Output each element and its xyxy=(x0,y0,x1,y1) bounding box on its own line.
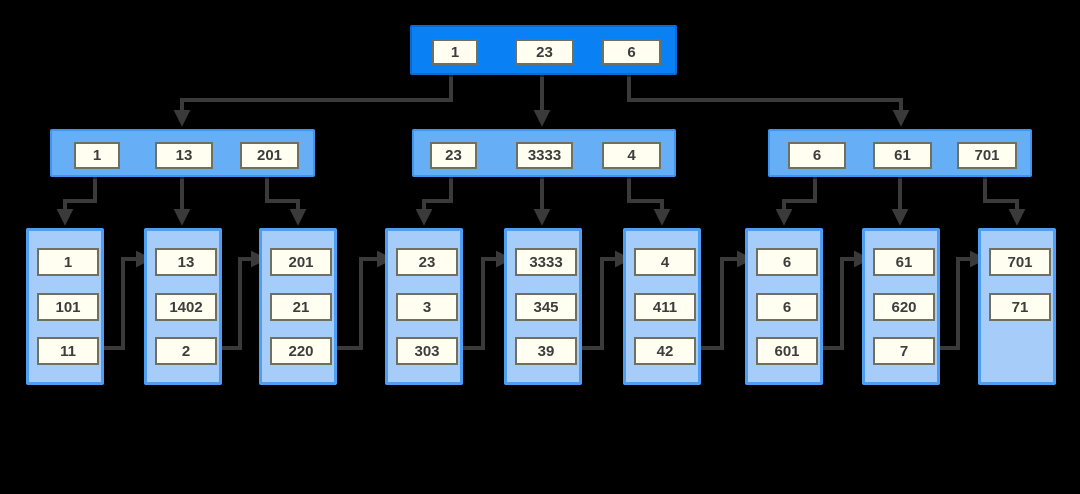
leaf-node-2: 13 1402 2 xyxy=(144,228,222,385)
leaf-node-6: 4 411 42 xyxy=(623,228,701,385)
leaf-node-7: 6 6 601 xyxy=(745,228,823,385)
leaf-node-9: 701 71 xyxy=(978,228,1056,385)
root-key-cell: 1 xyxy=(432,39,478,65)
internal-key-cell: 701 xyxy=(957,142,1017,169)
internal-key-cell: 13 xyxy=(155,142,213,169)
leaf-value-cell: 11 xyxy=(37,337,99,365)
edge-root-to-internal-1 xyxy=(173,75,453,127)
leaf-node-8: 61 620 7 xyxy=(862,228,940,385)
leaf-node-5: 3333 345 39 xyxy=(504,228,582,385)
internal-key-cell: 23 xyxy=(430,142,477,169)
edge-internal1-to-leaf-3 xyxy=(265,176,307,226)
internal-key-cell: 61 xyxy=(873,142,932,169)
leaf-value-cell: 101 xyxy=(37,293,99,321)
leaf-node-1: 1 101 11 xyxy=(26,228,104,385)
internal-node-3: 6 61 701 xyxy=(768,129,1032,177)
internal-key-cell: 6 xyxy=(788,142,846,169)
leaf-value-cell: 39 xyxy=(515,337,577,365)
internal-key-cell: 201 xyxy=(240,142,299,169)
leaf-value-cell: 61 xyxy=(873,248,935,276)
leaf-value-cell: 701 xyxy=(989,248,1051,276)
leaf-node-4: 23 3 303 xyxy=(385,228,463,385)
leaf-value-cell: 4 xyxy=(634,248,696,276)
root-node: 1 23 6 xyxy=(410,25,677,75)
leaf-value-cell: 411 xyxy=(634,293,696,321)
leaf-value-cell: 6 xyxy=(756,248,818,276)
internal-key-cell: 1 xyxy=(74,142,120,169)
edge-internal2-to-leaf-6 xyxy=(627,176,671,226)
leaf-value-cell: 3333 xyxy=(515,248,577,276)
internal-node-1: 1 13 201 xyxy=(50,129,315,177)
root-key-cell: 23 xyxy=(515,39,574,65)
leaf-value-cell: 7 xyxy=(873,337,935,365)
root-key-cell: 6 xyxy=(602,39,661,65)
internal-node-2: 23 3333 4 xyxy=(412,129,676,177)
leaf-value-cell: 21 xyxy=(270,293,332,321)
edge-internal2-to-leaf-4 xyxy=(415,176,453,226)
internal-key-cell: 4 xyxy=(602,142,661,169)
leaf-value-cell: 601 xyxy=(756,337,818,365)
leaf-value-cell: 345 xyxy=(515,293,577,321)
leaf-value-cell: 220 xyxy=(270,337,332,365)
leaf-value-cell: 2 xyxy=(155,337,217,365)
internal-key-cell: 3333 xyxy=(516,142,573,169)
leaf-value-cell: 3 xyxy=(396,293,458,321)
leaf-value-cell: 303 xyxy=(396,337,458,365)
leaf-value-cell: 13 xyxy=(155,248,217,276)
leaf-value-cell: 71 xyxy=(989,293,1051,321)
edge-root-to-internal-3 xyxy=(627,75,910,127)
leaf-value-cell: 23 xyxy=(396,248,458,276)
leaf-value-cell: 42 xyxy=(634,337,696,365)
leaf-node-3: 201 21 220 xyxy=(259,228,337,385)
leaf-value-cell: 6 xyxy=(756,293,818,321)
leaf-value-cell: 1402 xyxy=(155,293,217,321)
edge-internal3-to-leaf-7 xyxy=(775,176,817,226)
edge-internal3-to-leaf-9 xyxy=(983,176,1026,226)
link-leaf-3-to-4 xyxy=(329,250,394,350)
leaf-value-cell: 1 xyxy=(37,248,99,276)
link-leaf-6-to-7 xyxy=(693,250,754,350)
leaf-value-cell: 201 xyxy=(270,248,332,276)
edge-internal1-to-leaf-1 xyxy=(56,176,97,226)
leaf-value-cell: 620 xyxy=(873,293,935,321)
